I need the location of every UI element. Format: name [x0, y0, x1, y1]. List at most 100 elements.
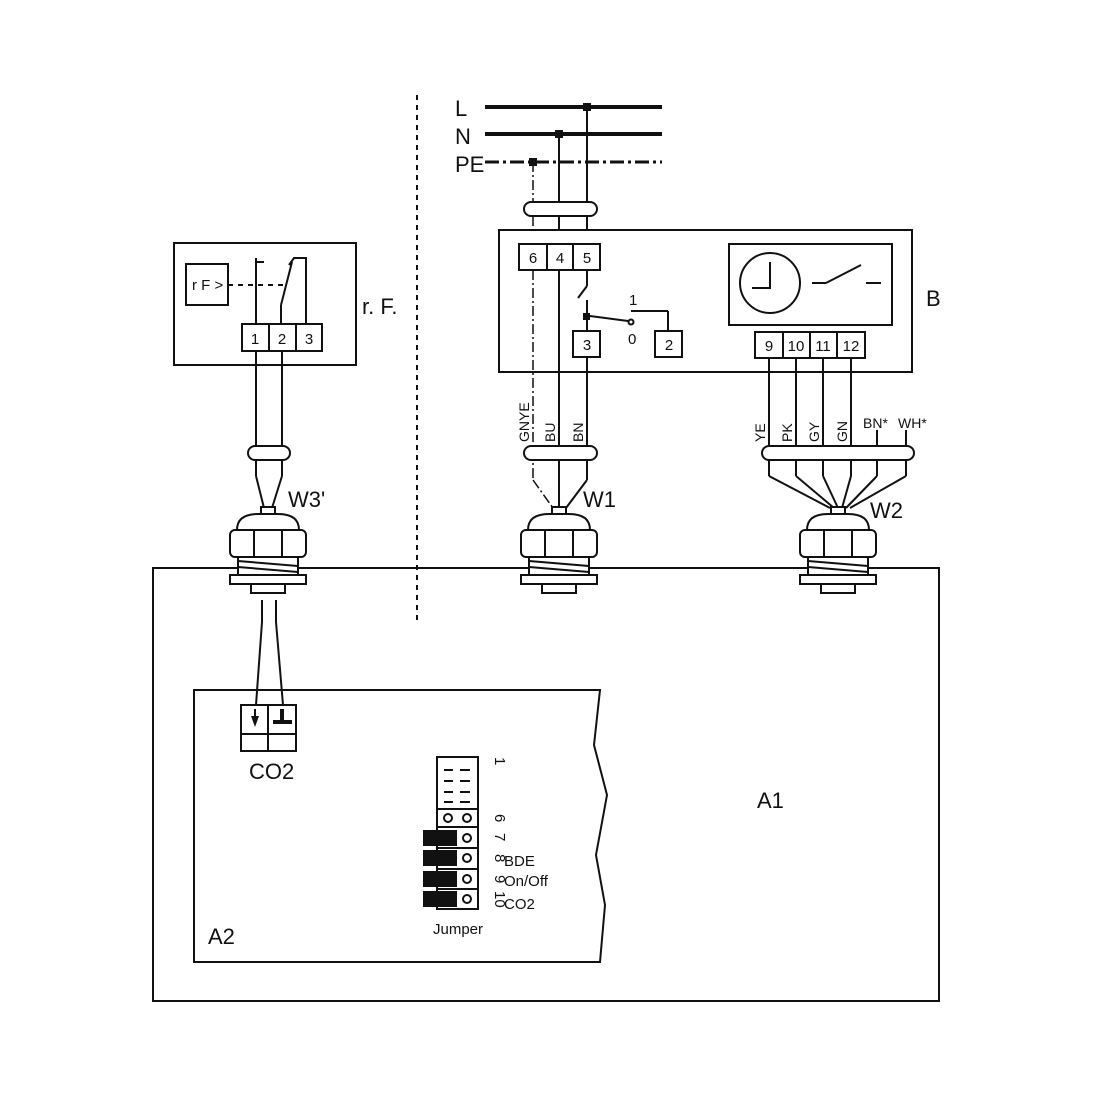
switch-contact	[577, 285, 588, 299]
w3-cable-clamp	[247, 445, 291, 461]
supply-n-label: N	[455, 124, 471, 149]
w3-inner-wire-2	[275, 621, 284, 706]
jumper-pin-9	[462, 874, 472, 884]
jumper-function-bde: BDE	[504, 853, 535, 870]
gland-dome	[526, 513, 592, 531]
w1-bn-converge	[565, 479, 588, 509]
board-a2: A2 CO2 1 6 7	[193, 689, 609, 963]
w1-conductor-bu: BU	[542, 423, 558, 442]
w2-converge-6	[849, 475, 907, 509]
gland-flange	[229, 574, 307, 585]
gland-thread-line-2	[528, 566, 590, 573]
rf-terminal-2-label: 2	[278, 331, 286, 348]
changeover-arm	[589, 315, 629, 322]
w3-converge-1	[255, 475, 265, 509]
switch-junction	[583, 313, 590, 320]
terminal-11-label: 11	[815, 338, 831, 355]
gland-dome	[805, 513, 871, 531]
jumper-pin-8	[462, 853, 472, 863]
gland-thread-line-1	[807, 560, 869, 567]
jumper-pin-number-10: 10	[491, 891, 508, 908]
w2-conductor-wh: WH*	[898, 415, 927, 431]
w2-conductor-gn: GN	[834, 421, 850, 442]
rf-unit: r. F. r F > 1 2 3	[173, 242, 397, 366]
jumper-pin-6a	[443, 813, 453, 823]
rf-terminal-3	[295, 323, 323, 352]
w2-label: W2	[870, 498, 903, 523]
rf-unit-label: r. F.	[362, 294, 397, 319]
gland-thread-line-2	[807, 566, 869, 573]
board-a2-outline	[193, 689, 609, 963]
jumper-function-onoff: On/Off	[504, 873, 549, 890]
terminal-2-label: 2	[665, 337, 673, 354]
gland-thread-line-2	[237, 566, 299, 573]
gland-thread-line-1	[528, 560, 590, 567]
w1-label: W1	[583, 487, 616, 512]
w2-converge-4	[841, 475, 852, 509]
jumper-title: Jumper	[433, 921, 483, 938]
clock-icon	[739, 252, 801, 314]
w1-conductor-bn: BN	[570, 423, 586, 442]
gland-nut	[229, 529, 307, 558]
w2-conductor-gy: GY	[806, 421, 822, 442]
w1-conductor-gnye: GNYE	[516, 402, 532, 442]
jumper-cap-8[interactable]	[423, 850, 457, 866]
jumper-pin-number-6: 6	[491, 814, 508, 822]
terminal-9	[754, 331, 784, 359]
cable-gland-w1	[520, 506, 598, 594]
w2-converge-1	[768, 475, 831, 509]
jumper-function-co2: CO2	[504, 896, 535, 913]
jumper-pin-number-7: 7	[491, 833, 508, 841]
unit-b: B 6 4 5 1 0 3 2 9 10	[498, 229, 941, 373]
w2-converge-3	[822, 475, 839, 509]
terminal-12	[836, 331, 866, 359]
terminal-5-label: 5	[583, 250, 591, 267]
jumper-cap-9[interactable]	[423, 871, 457, 887]
jumper-cap-10[interactable]	[423, 891, 457, 907]
gland-tip	[551, 506, 567, 515]
terminal-4-label: 4	[556, 250, 564, 267]
gland-flange	[520, 574, 598, 585]
w3-converge-2	[271, 475, 283, 509]
unit-b-label: B	[926, 286, 941, 311]
board-a2-label: A2	[208, 924, 235, 949]
w2-converge-5	[845, 475, 878, 509]
clock-hands	[752, 262, 771, 289]
terminal-9-label: 9	[765, 338, 773, 355]
timer-module	[728, 243, 893, 326]
terminal-2	[654, 330, 683, 358]
gland-tip	[260, 506, 276, 515]
w3-label: W3'	[288, 487, 325, 512]
terminal-10-label: 10	[788, 338, 805, 355]
rf-sensor-label: r F >	[192, 277, 223, 294]
w1-cable-clamp	[523, 445, 598, 461]
w2-conductor-pk: PK	[779, 423, 795, 442]
jumper-cap-7[interactable]	[423, 830, 457, 846]
switch-pos-1: 1	[629, 292, 637, 309]
gland-base	[541, 583, 577, 594]
terminal-6-label: 6	[529, 250, 537, 267]
terminal-12-label: 12	[843, 338, 860, 355]
rf-terminal-1-label: 1	[251, 331, 259, 348]
jumper-pin-number-1: 1	[491, 757, 508, 765]
w2-cable-clamp	[761, 445, 915, 461]
rf-sensor-box	[185, 263, 229, 306]
w1-gnye-converge	[532, 479, 554, 509]
gland-tip	[830, 506, 846, 515]
w3-inner-wire-1	[255, 621, 263, 706]
rf-terminal-3-label: 3	[305, 331, 313, 348]
jumper-pin-number-8: 8	[491, 854, 508, 862]
gland-base	[250, 583, 286, 594]
cable-w3: W3'	[247, 351, 325, 706]
rf-switch-blade	[280, 261, 293, 306]
timer-switch-blade	[825, 264, 862, 284]
terminal-3-label: 3	[583, 337, 591, 354]
cable-gland-w3	[229, 506, 307, 594]
supply-pe-label: PE	[455, 152, 484, 177]
cable-w2: YE PK GY GN BN* WH* W2	[752, 358, 927, 523]
gland-nut	[799, 529, 877, 558]
w2-conductor-ye: YE	[752, 423, 768, 442]
cable-gland-w2	[799, 506, 877, 594]
jumper-pin-10	[462, 894, 472, 904]
cable-clamp-top	[523, 201, 598, 217]
